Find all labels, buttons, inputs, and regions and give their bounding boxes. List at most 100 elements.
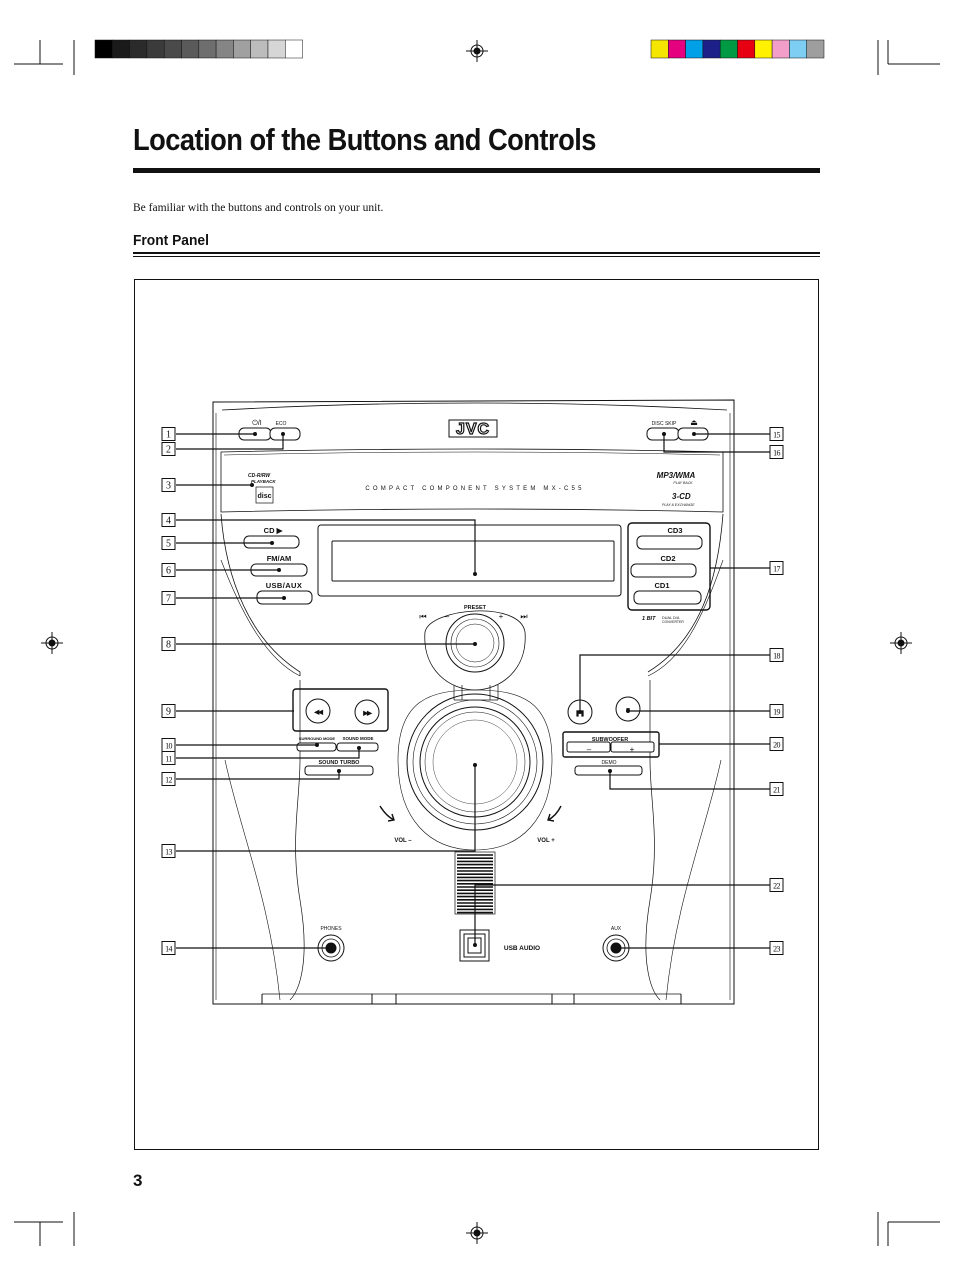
callout-number: 22 — [773, 882, 780, 891]
three-cd-label: 3-CD — [672, 492, 691, 501]
gray-scale-bar — [94, 39, 303, 59]
disc-skip-label: DISC SKIP — [652, 421, 677, 427]
unit-labels: ⏻/I ECO DISC SKIP ⏏ CD-R/RW PLAYBACK dis… — [248, 418, 698, 952]
callout-8: 8 — [161, 637, 176, 651]
callout-number: 13 — [165, 848, 172, 857]
diagram-frame — [134, 279, 819, 1150]
callout-5: 5 — [161, 536, 176, 550]
rewind-icon: ◀◀ — [313, 709, 324, 716]
svg-text:disc: disc — [257, 493, 271, 500]
section-rule — [133, 252, 820, 254]
preset-label: PRESET — [464, 605, 487, 611]
volume-arrows — [379, 805, 562, 822]
callout-21: 21 — [769, 782, 784, 796]
callout-number: 11 — [165, 755, 172, 764]
callout-20: 20 — [769, 737, 784, 751]
cd-rw-label: CD-R/RW — [248, 473, 271, 479]
play-back-label: PLAY BACK — [673, 481, 693, 485]
cd3-button[interactable] — [636, 535, 703, 550]
cd1-button[interactable] — [633, 590, 702, 605]
one-bit-label: 1 BIT — [642, 616, 656, 622]
callout-number: 1 — [166, 430, 171, 441]
callout-number: 4 — [166, 516, 171, 527]
next-icon: ⏭ — [520, 612, 527, 621]
callout-18: 18 — [769, 648, 784, 662]
callout-3: 3 — [161, 478, 176, 492]
callout-13: 13 — [161, 844, 176, 858]
unit-body — [212, 399, 735, 1005]
callout-number: 17 — [773, 565, 780, 574]
callout-number: 15 — [773, 431, 780, 440]
callout-number: 2 — [166, 445, 171, 456]
callouts-right: 15 16 17 18 19 20 21 22 23 — [769, 427, 784, 955]
callout-number: 9 — [166, 707, 171, 718]
gray-swatch — [285, 39, 303, 59]
callout-7: 7 — [161, 591, 176, 605]
buttons — [238, 427, 709, 776]
callout-number: 12 — [165, 776, 172, 785]
callout-16: 16 — [769, 445, 784, 459]
cd2-button[interactable] — [630, 563, 697, 578]
eject-label: ⏏ — [690, 418, 698, 427]
compact-disc-logo: disc — [255, 486, 274, 504]
play-exchange-label: PLAY & EXCHANGE — [662, 503, 695, 507]
cd1-label: CD1 — [654, 581, 669, 590]
page-title: Location of the Buttons and Controls — [133, 122, 596, 157]
callout-number: 18 — [773, 652, 780, 661]
callout-number: 5 — [166, 539, 171, 550]
intro-text: Be familiar with the buttons and control… — [133, 202, 384, 214]
callout-9: 9 — [161, 704, 176, 718]
eco-label: ECO — [276, 421, 287, 427]
leader-dots — [250, 432, 696, 950]
aux-label: AUX — [611, 926, 622, 932]
mp3wma-label: MP3/WMA — [657, 471, 696, 480]
callout-4: 4 — [161, 513, 176, 527]
crop-marks — [14, 40, 940, 1246]
callout-22: 22 — [769, 878, 784, 892]
section-rule-thin — [133, 256, 820, 257]
vol-plus-label: VOL + — [537, 838, 555, 844]
sound-turbo-label: SOUND TURBO — [319, 760, 361, 766]
subwoofer-plus-label: + — [630, 745, 635, 754]
phones-label: PHONES — [320, 926, 342, 932]
subwoofer-plus-button[interactable] — [610, 741, 655, 753]
subwoofer-minus-button[interactable] — [566, 741, 611, 753]
section-title: Front Panel — [133, 232, 209, 249]
callout-number: 7 — [166, 594, 171, 605]
fm-am-label: FM/AM — [267, 554, 292, 563]
callout-14: 14 — [161, 941, 176, 955]
registration-mark-bottom — [466, 1222, 488, 1244]
callout-number: 19 — [773, 708, 780, 717]
playback-label: PLAYBACK — [251, 479, 276, 484]
subwoofer-minus-label: – — [587, 745, 592, 754]
callout-number: 23 — [773, 945, 780, 954]
jvc-logo: JVC — [448, 419, 498, 439]
registration-mark-right — [890, 632, 912, 654]
surround-mode-label: SURROUND MODE — [299, 736, 336, 741]
cd3-label: CD3 — [667, 526, 682, 535]
callout-number: 6 — [166, 566, 171, 577]
registration-mark-top — [466, 40, 488, 62]
registration-mark-left — [41, 632, 63, 654]
dual-da-label: DUAL D/A — [662, 616, 680, 620]
brand-text: JVC — [456, 421, 490, 438]
callout-number: 14 — [165, 945, 172, 954]
previous-icon: ⏮ — [419, 612, 426, 621]
cd-play-label: CD ▶ — [264, 526, 284, 535]
preset-minus-label: – — [445, 612, 450, 621]
callout-12: 12 — [161, 772, 176, 786]
vol-minus-label: VOL – — [394, 838, 412, 844]
callout-1: 1 — [161, 427, 176, 441]
demo-label: DEMO — [602, 760, 617, 766]
callout-15: 15 — [769, 427, 784, 441]
callout-number: 16 — [773, 449, 780, 458]
power-label: ⏻/I — [252, 419, 261, 427]
color-swatch — [806, 39, 825, 59]
callout-2: 2 — [161, 442, 176, 456]
sound-mode-label: SOUND MODE — [342, 736, 373, 741]
callout-number: 10 — [165, 742, 172, 751]
usb-aux-label: USB/AUX — [266, 581, 303, 590]
